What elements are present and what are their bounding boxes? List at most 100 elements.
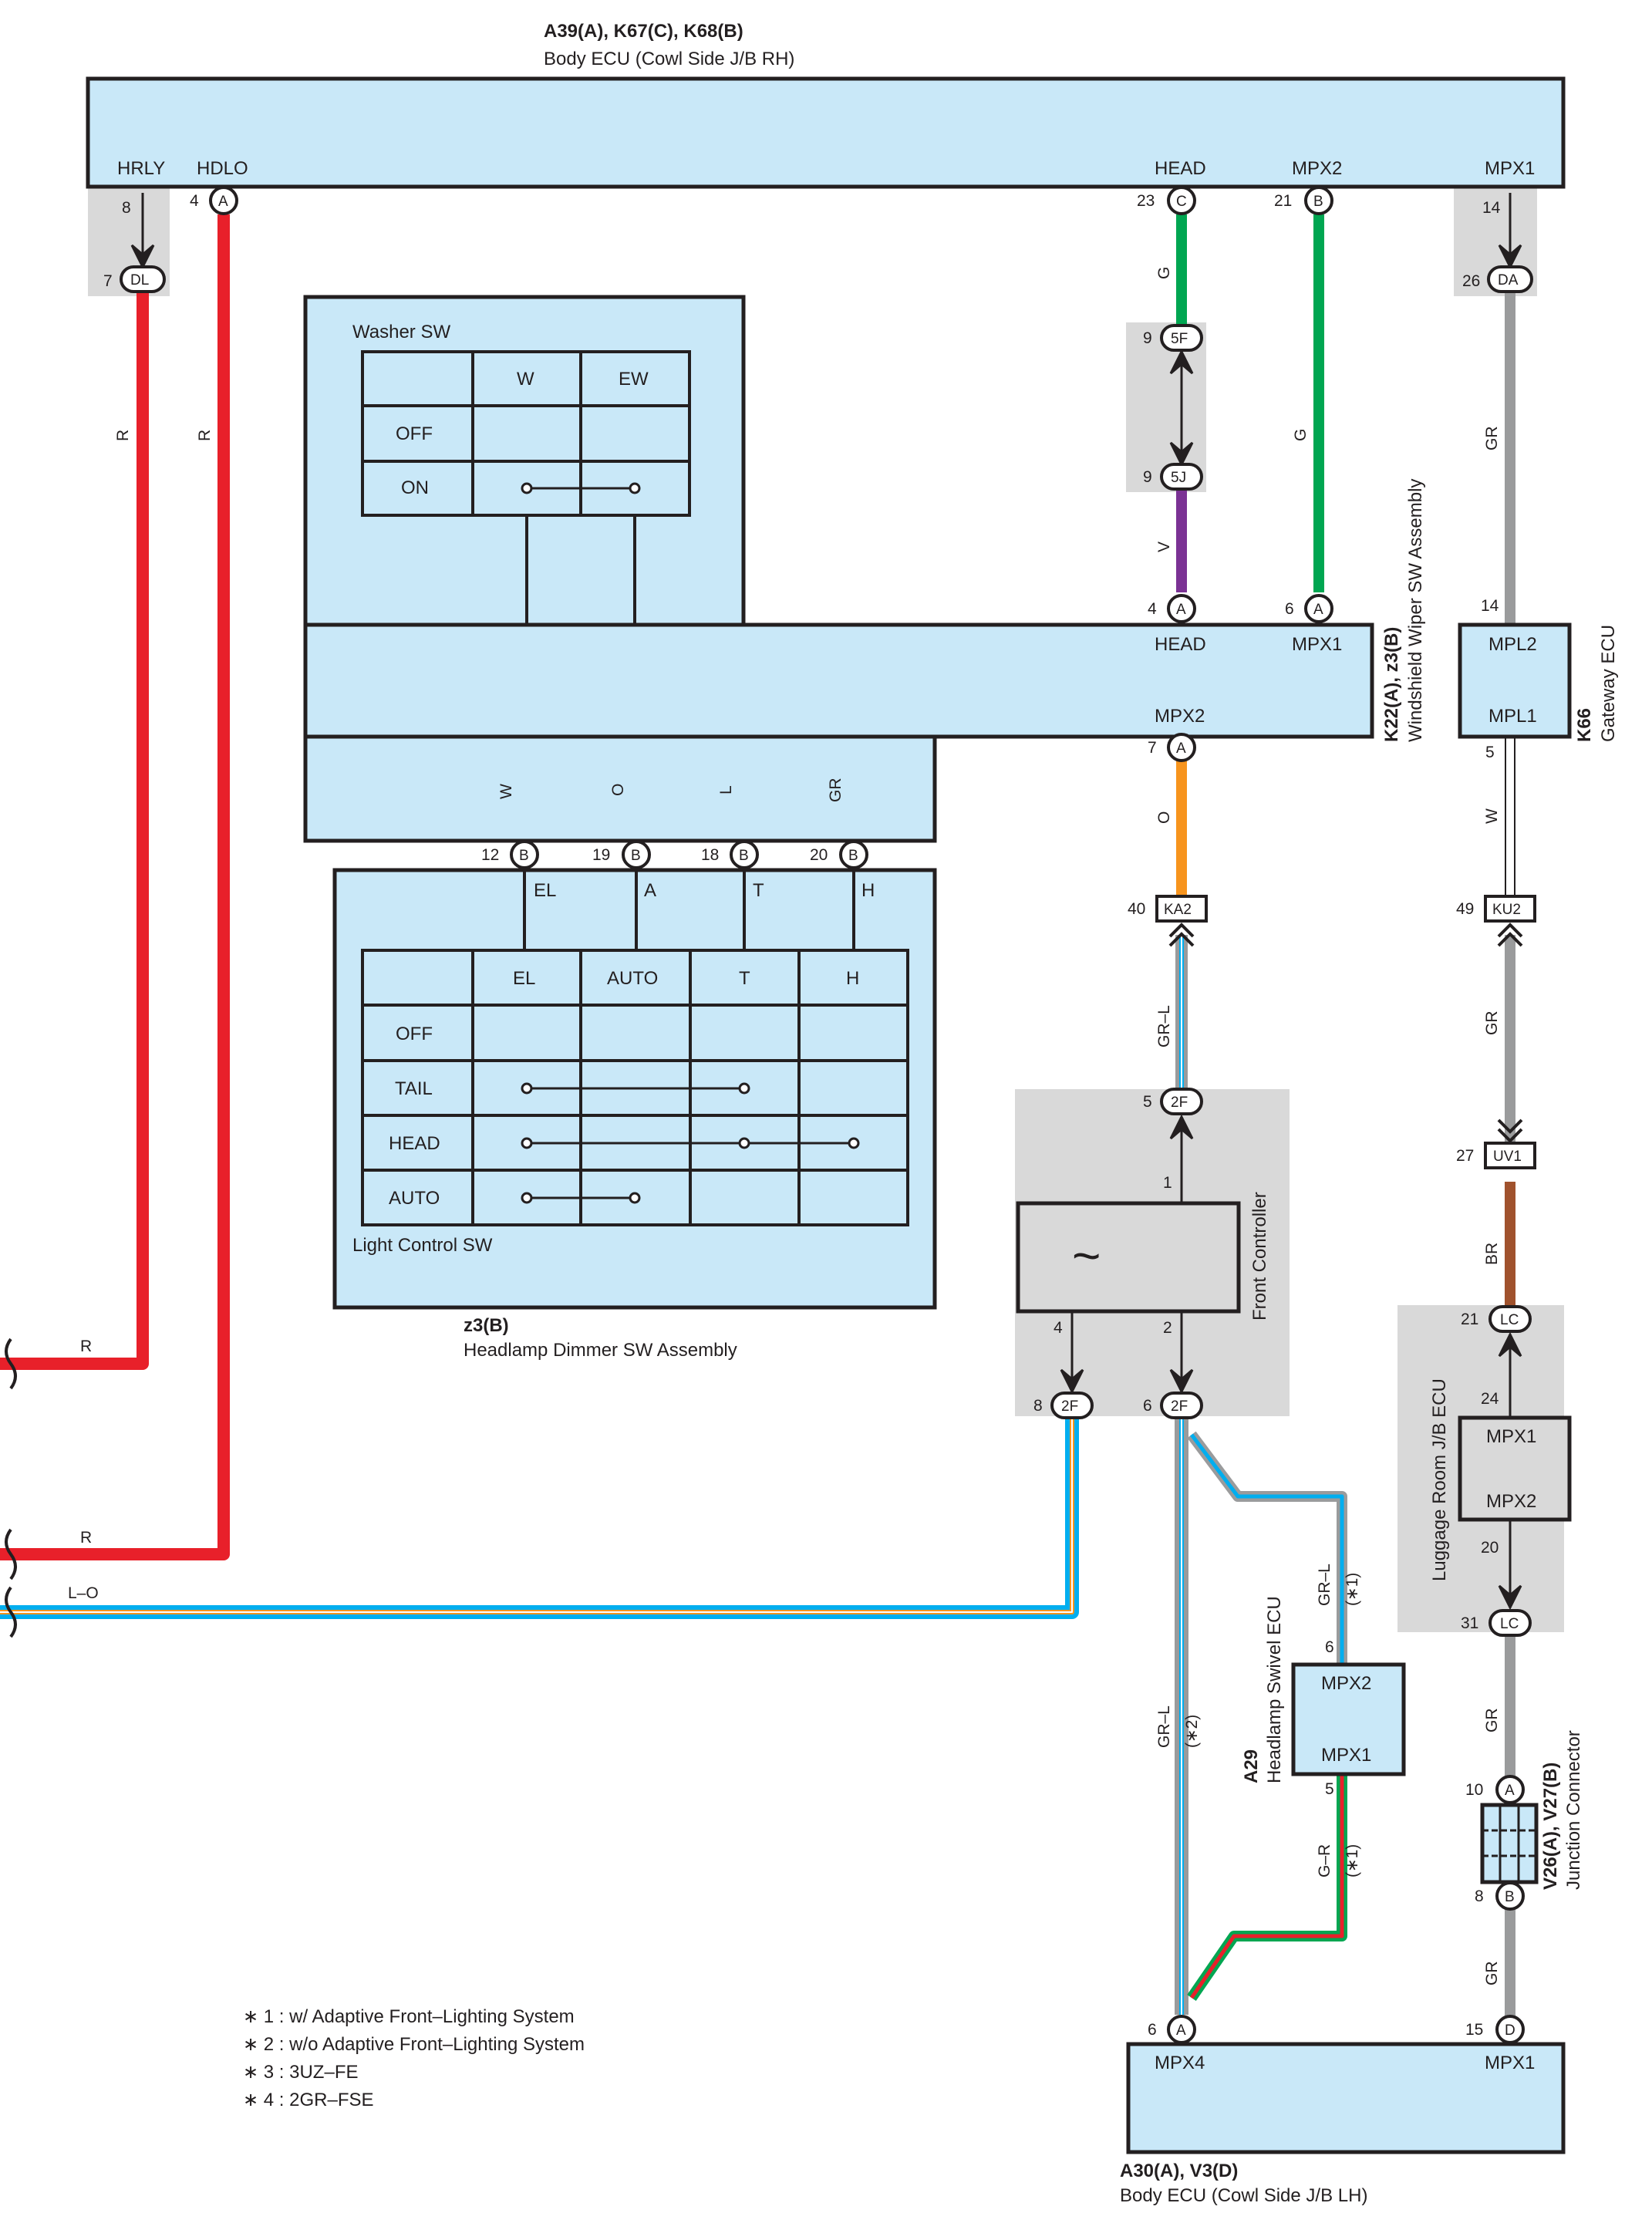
washer-on-contact bbox=[521, 482, 641, 494]
conn-5j-shape bbox=[1160, 463, 1203, 491]
light-term-t: T bbox=[753, 880, 764, 901]
washer-on-contact-dot-w bbox=[521, 482, 533, 494]
pin-hrly: HRLY bbox=[117, 158, 165, 179]
front-controller-symbol: ~ bbox=[1072, 1228, 1101, 1284]
contact-head-dot-h bbox=[848, 1137, 860, 1149]
pinnum-15-lh: 15 bbox=[1465, 2021, 1483, 2039]
pinnum-5-mpl1: 5 bbox=[1485, 744, 1495, 761]
wiper-sw-code: K22(A), z3(B) bbox=[1381, 627, 1402, 742]
light-term-a: A bbox=[644, 880, 656, 901]
conn-2f-top: 2F bbox=[1160, 1088, 1203, 1115]
wlabel-lo: L–O bbox=[68, 1584, 99, 1602]
wiper-pin-mpx1: MPX1 bbox=[1292, 634, 1342, 655]
footnotes: ∗ 1 : w/ Adaptive Front–Lighting System … bbox=[243, 2006, 585, 2110]
body-ecu-rh-code: A39(A), K67(C), K68(B) bbox=[544, 21, 743, 42]
conn-20b-shape bbox=[839, 840, 868, 869]
gateway-ecu-box bbox=[1458, 622, 1572, 739]
body-ecu-lh-name: Body ECU (Cowl Side J/B LH) bbox=[1120, 2185, 1367, 2206]
conn-mpx2-b: B bbox=[1304, 186, 1333, 215]
break-mark-r-1 bbox=[5, 1338, 17, 1390]
junction-connector: V26(A), V27(B) Junction Connector bbox=[1480, 1730, 1584, 1890]
conn-5f: 5F bbox=[1160, 324, 1203, 352]
pin-mpx2-rh: MPX2 bbox=[1292, 158, 1342, 179]
wlabel-r-1: R bbox=[114, 430, 132, 441]
arrow-fc-2-head bbox=[1169, 1368, 1194, 1395]
break-mark-lo bbox=[5, 1586, 17, 1638]
light-contacts bbox=[521, 1082, 860, 1204]
contact-tail-dot-el bbox=[521, 1082, 533, 1095]
luggage-name: Luggage Room J/B ECU bbox=[1429, 1378, 1450, 1581]
conn-5j-label: 5J bbox=[1171, 470, 1186, 486]
wlabel-gr-20: GR bbox=[827, 778, 845, 803]
light-control-sw: EL A T H EL AUTO T H OFF TAIL HEAD AUTO bbox=[332, 868, 937, 1310]
lh-pin-mpx4: MPX4 bbox=[1155, 2053, 1205, 2073]
footnote-2: ∗ 2 : w/o Adaptive Front–Lighting System bbox=[243, 2034, 585, 2055]
conn-junction-a-shape bbox=[1495, 1775, 1525, 1804]
gateway-name: Gateway ECU bbox=[1598, 625, 1619, 742]
body-ecu-lh: MPX4 MPX1 A30(A), V3(D) Body ECU (Cowl S… bbox=[1120, 2042, 1566, 2206]
light-row-head: HEAD bbox=[389, 1133, 440, 1154]
wlabel-g-r: G–R bbox=[1316, 1844, 1333, 1877]
conn-mpx2-b-shape bbox=[1304, 186, 1333, 215]
conn-2f-8: 2F bbox=[1050, 1392, 1094, 1419]
wiper-sw-main-box bbox=[303, 622, 1374, 739]
light-col-h: H bbox=[846, 968, 859, 989]
conn-12b: B bbox=[510, 840, 539, 869]
conn-junction-b-shape bbox=[1495, 1881, 1525, 1911]
conn-dl-label: DL bbox=[130, 272, 149, 288]
conn-wiper-mpx1-a-label: A bbox=[1313, 602, 1323, 618]
pinnum-14-mpx1: 14 bbox=[1482, 199, 1501, 217]
conn-uv1-shape bbox=[1484, 1142, 1536, 1169]
wire-lo-stripe2 bbox=[0, 1418, 1073, 1613]
conn-da: DA bbox=[1487, 265, 1533, 293]
contact-auto-dot-auto bbox=[629, 1192, 641, 1204]
pinnum-19b: 19 bbox=[592, 846, 610, 864]
conn-lh-d-label: D bbox=[1505, 2022, 1515, 2039]
conn-ka2-chevron bbox=[1168, 923, 1195, 947]
conn-head-c: C bbox=[1167, 186, 1196, 215]
junction-code: V26(A), V27(B) bbox=[1540, 1763, 1561, 1890]
conn-hdlo-a-shape bbox=[209, 186, 238, 215]
body-ecu-lh-box bbox=[1126, 2042, 1566, 2154]
conn-lh-a-shape bbox=[1167, 2015, 1196, 2044]
conn-2f-top-label: 2F bbox=[1171, 1095, 1188, 1111]
wiper-sw-name: Windshield Wiper SW Assembly bbox=[1405, 479, 1426, 742]
wlabel-gr-1: GR bbox=[1483, 427, 1501, 451]
conn-wiper-head-a: A bbox=[1167, 594, 1196, 623]
pinnum-8-hrly: 8 bbox=[122, 199, 131, 217]
light-row-auto: AUTO bbox=[389, 1188, 440, 1209]
arrow-lc-down-head bbox=[1498, 1584, 1522, 1611]
pinnum-23-head: 23 bbox=[1137, 192, 1155, 210]
conn-head-c-shape bbox=[1167, 186, 1196, 215]
wlabel-mark-1a: (∗1) bbox=[1344, 1573, 1361, 1606]
conn-19b-label: B bbox=[631, 848, 641, 864]
wlabel-gr-lc: GR bbox=[1483, 1709, 1501, 1733]
wlabel-o-ka2: O bbox=[1155, 811, 1173, 824]
pinnum-49-ku2: 49 bbox=[1456, 900, 1474, 918]
conn-lh-a-label: A bbox=[1176, 2022, 1186, 2039]
break-mark-r-2 bbox=[5, 1528, 17, 1580]
conn-wiper-mpx1-a-shape bbox=[1304, 594, 1333, 623]
footnote-4: ∗ 4 : 2GR–FSE bbox=[243, 2090, 374, 2110]
arrow-fc-4-head bbox=[1060, 1368, 1084, 1395]
body-ecu-rh: A39(A), K67(C), K68(B) Body ECU (Cowl Si… bbox=[86, 21, 1566, 189]
wlabel-w-ku2: W bbox=[1483, 808, 1501, 824]
wlabel-g-2: G bbox=[1292, 429, 1310, 441]
pinnum-4-head-a: 4 bbox=[1148, 600, 1157, 618]
wlabel-br: BR bbox=[1483, 1243, 1501, 1265]
conn-18b-shape bbox=[730, 840, 759, 869]
wlabel-gr-uv1: GR bbox=[1483, 1011, 1501, 1036]
conn-18b-label: B bbox=[739, 848, 749, 864]
pinnum-31-lc: 31 bbox=[1461, 1614, 1478, 1632]
wlabel-mark-1b: (∗1) bbox=[1344, 1844, 1361, 1877]
light-term-h: H bbox=[861, 880, 875, 901]
conn-ku2-chevron bbox=[1497, 923, 1523, 947]
body-ecu-rh-name: Body ECU (Cowl Side J/B RH) bbox=[544, 49, 794, 69]
conn-head-c-label: C bbox=[1176, 194, 1187, 210]
gateway-pin-mpl2: MPL2 bbox=[1488, 634, 1537, 655]
wlabel-grl-bus: GR–L bbox=[1155, 1705, 1173, 1748]
washer-col-ew: EW bbox=[619, 369, 649, 390]
conn-2f-6: 2F bbox=[1160, 1392, 1203, 1419]
light-table bbox=[361, 949, 909, 1226]
